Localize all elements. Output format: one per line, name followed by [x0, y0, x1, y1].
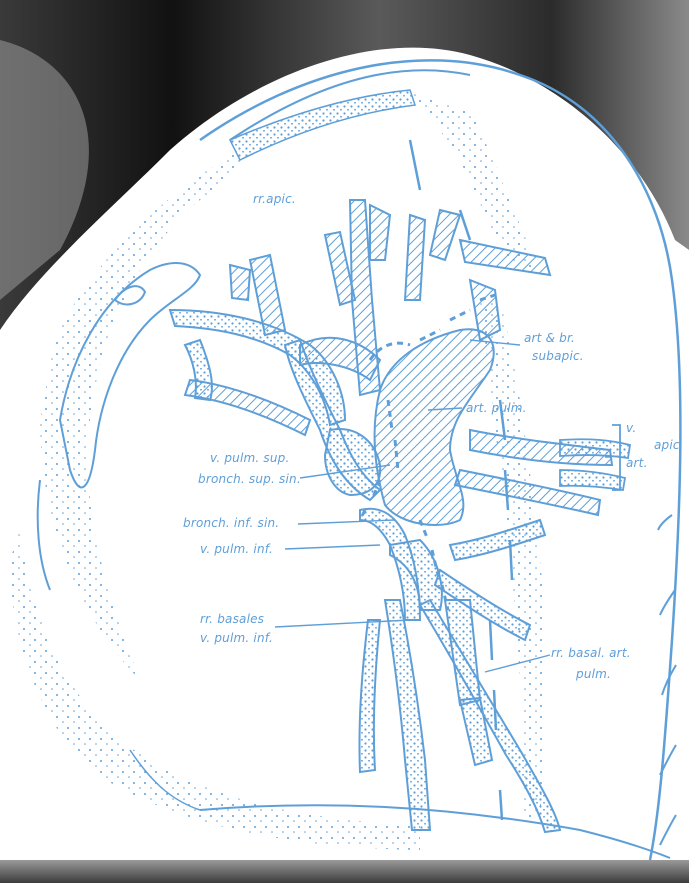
label-rr-basal-art: rr. basal. art.: [551, 646, 631, 660]
label-v-pulm-inf-2: v. pulm. inf.: [200, 631, 273, 645]
label-pulm: pulm.: [576, 667, 611, 681]
label-art-pulm: art. pulm.: [466, 401, 527, 415]
label-art: art.: [626, 456, 648, 470]
label-art-br: art & br.: [524, 331, 575, 345]
xray-bottom-strip: [0, 860, 689, 883]
label-apic: apic: [654, 438, 680, 452]
label-bronch-sup-sin: bronch. sup. sin.: [198, 472, 301, 486]
label-v: v.: [626, 421, 636, 435]
label-rr-apic: rr.apic.: [253, 192, 296, 206]
label-subapic: subapic.: [532, 349, 584, 363]
label-rr-basales: rr. basales: [200, 612, 264, 626]
label-v-pulm-inf: v. pulm. inf.: [200, 542, 273, 556]
label-bronch-inf-sin: bronch. inf. sin.: [183, 516, 279, 530]
label-v-pulm-sup: v. pulm. sup.: [210, 451, 290, 465]
